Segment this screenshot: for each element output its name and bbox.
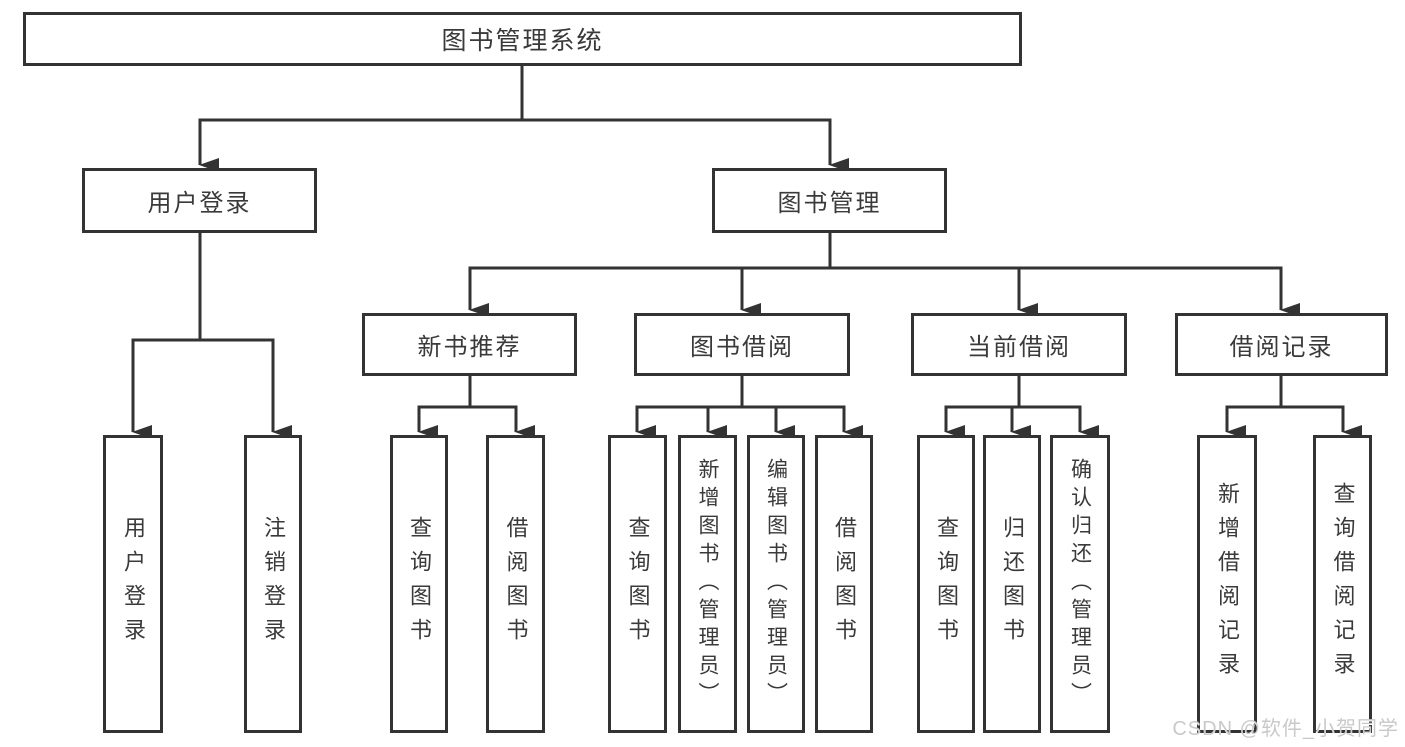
leaf-query-books-recommend: 查询图书 [390, 435, 448, 733]
leaf-edit-books-admin: 编辑图书（管理员） [747, 435, 805, 733]
leaf-add-books-admin: 新增图书（管理员） [678, 435, 737, 733]
leaf-query-borrow-record: 查询借阅记录 [1313, 435, 1372, 733]
watermark: CSDN @软件_小贺同学 [1172, 718, 1399, 740]
node-new-book-recommend: 新书推荐 [362, 313, 577, 376]
node-book-borrow: 图书借阅 [634, 313, 850, 376]
leaf-query-books-current: 查询图书 [917, 435, 975, 733]
node-current-borrow: 当前借阅 [911, 313, 1127, 376]
node-user-login: 用户登录 [82, 168, 317, 233]
leaf-logout: 注销登录 [244, 435, 302, 733]
node-borrow-records: 借阅记录 [1175, 313, 1388, 376]
leaf-add-borrow-record: 新增借阅记录 [1197, 435, 1257, 733]
leaf-user-login: 用户登录 [103, 435, 163, 733]
leaf-return-books: 归还图书 [983, 435, 1041, 733]
node-book-management: 图书管理 [712, 168, 947, 233]
leaf-borrow-books-recommend: 借阅图书 [486, 435, 545, 733]
leaf-confirm-return-admin: 确认归还（管理员） [1050, 435, 1110, 733]
leaf-query-books-borrow: 查询图书 [608, 435, 667, 733]
leaf-borrow-books: 借阅图书 [815, 435, 873, 733]
node-library-management-system: 图书管理系统 [23, 12, 1022, 66]
